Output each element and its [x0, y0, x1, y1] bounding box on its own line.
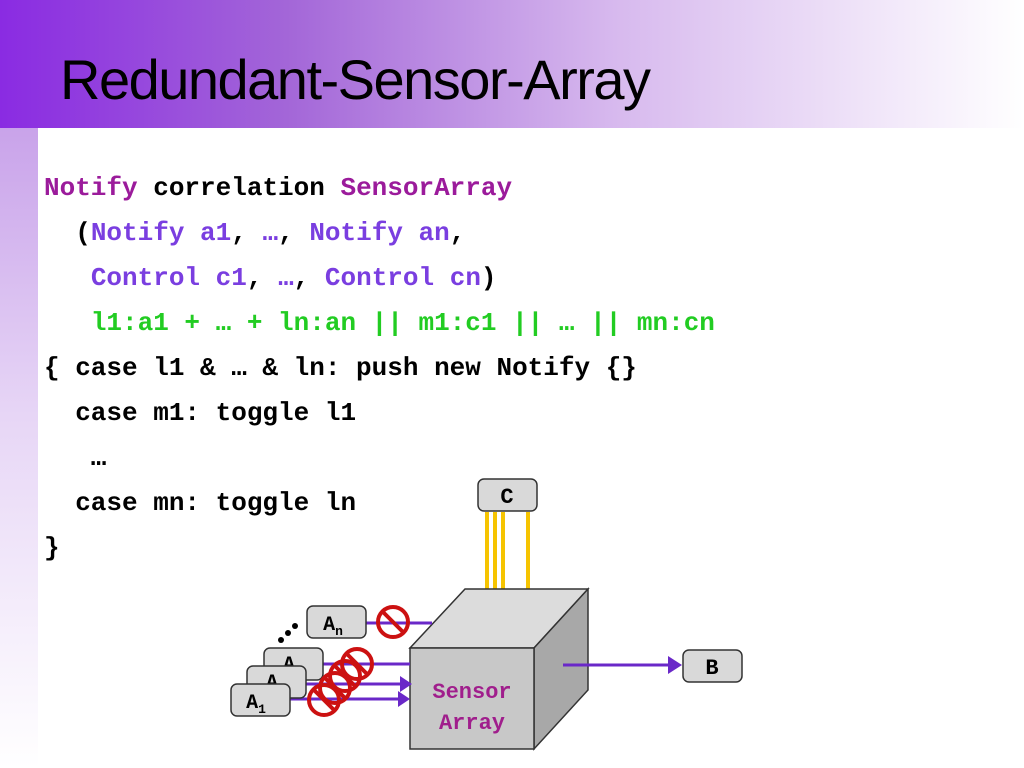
code-line-3: Control c1, …, Control cn)	[44, 263, 497, 293]
code-line-7: …	[44, 443, 107, 473]
sensor-label-line2: Array	[439, 711, 505, 736]
code-block: Notify correlation SensorArray (Notify a…	[44, 166, 715, 571]
code-text: correlation	[137, 173, 341, 203]
control-box	[477, 478, 538, 512]
param-control-cn: Control cn	[324, 263, 481, 293]
param-notify-an: Notify an	[309, 218, 450, 248]
input-a1-sub: 1	[258, 702, 266, 717]
code-line-1: Notify correlation SensorArray	[44, 173, 512, 203]
title-background	[0, 0, 1024, 128]
cube-front-face	[409, 647, 535, 750]
correlation-name: SensorArray	[340, 173, 513, 203]
slide-title: Redundant-Sensor-Array	[60, 48, 651, 111]
separator: ,	[293, 263, 325, 293]
blocked-icon-an	[376, 605, 410, 639]
code-line-2: (Notify a1, …, Notify an,	[44, 218, 465, 248]
blocked-icon-a1	[307, 683, 341, 717]
input-label-a1: A1	[246, 692, 266, 717]
input-a1-base: A	[246, 692, 258, 715]
control-label: C	[500, 485, 513, 510]
separator: ,	[231, 218, 263, 248]
output-box	[682, 649, 743, 683]
param-control-c1: Control c1	[90, 263, 247, 293]
output-label: B	[705, 656, 718, 681]
ellipsis: …	[278, 263, 294, 293]
input-label-an: An	[323, 614, 343, 639]
code-line-8: case mn: toggle ln	[44, 488, 357, 518]
code-line-6: case m1: toggle l1	[44, 398, 357, 428]
left-accent-strip	[0, 128, 38, 768]
keyword-notify: Notify	[44, 173, 138, 203]
pattern-expression: l1:a1 + … + ln:an || m1:c1 || … || mn:cn	[90, 308, 715, 338]
ellipsis: …	[262, 218, 279, 248]
close-paren: )	[480, 263, 497, 293]
open-paren: (	[75, 218, 91, 248]
param-notify-a1: Notify a1	[90, 218, 232, 248]
stack-ellipsis	[278, 623, 298, 643]
separator: ,	[449, 218, 466, 248]
input-box-an	[306, 605, 367, 639]
input-an-sub: n	[335, 624, 343, 639]
separator: ,	[246, 263, 279, 293]
code-line-4: l1:a1 + … + ln:an || m1:c1 || … || mn:cn	[44, 308, 715, 338]
sensor-label-line1: Sensor	[432, 680, 511, 705]
input-an-base: A	[323, 614, 335, 637]
input-box-a1	[230, 683, 291, 717]
code-line-9: }	[44, 533, 60, 563]
sensor-array-cube: Sensor Array	[408, 587, 590, 751]
code-line-5: { case l1 & … & ln: push new Notify {}	[44, 353, 637, 383]
separator: ,	[278, 218, 310, 248]
